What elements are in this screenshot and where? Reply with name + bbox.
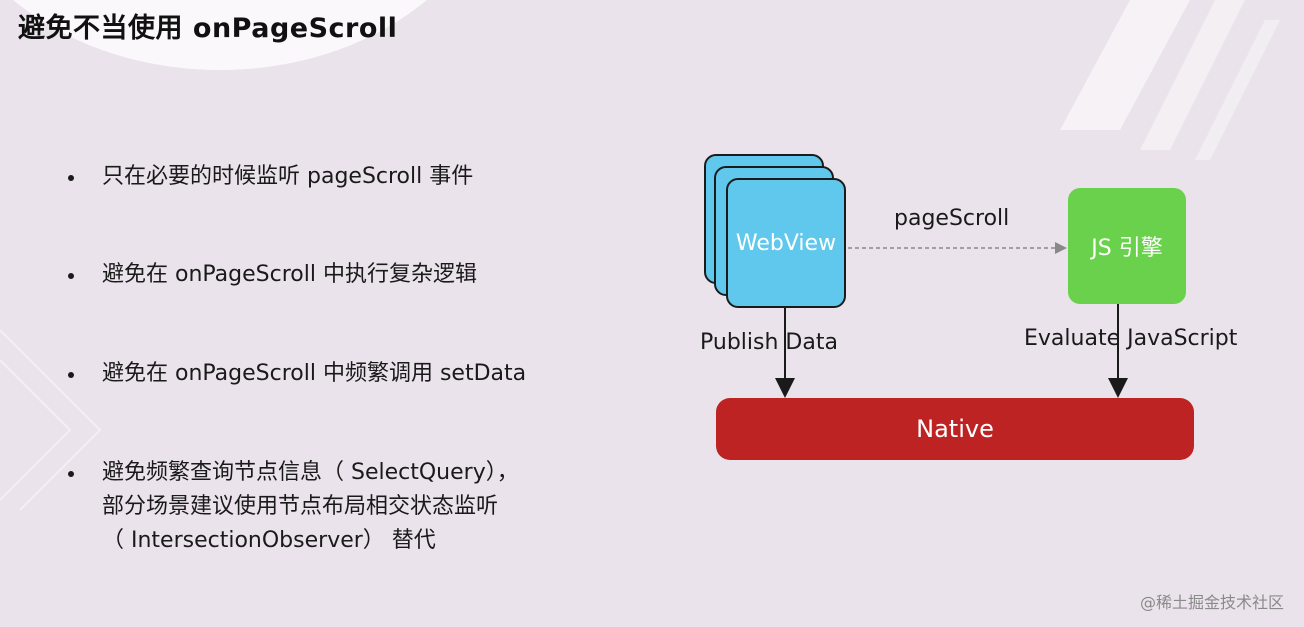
page-title: 避免不当使用 onPageScroll	[18, 13, 398, 44]
native-label: Native	[916, 415, 994, 443]
webview-box: WebView	[726, 178, 846, 308]
list-item: 避免在 onPageScroll 中频繁调用 setData	[68, 357, 628, 391]
webview-label: WebView	[735, 230, 837, 256]
list-item: 只在必要的时候监听 pageScroll 事件	[68, 160, 628, 194]
decorative-lines	[0, 330, 102, 510]
native-bar: Native	[716, 398, 1194, 460]
evaluate-js-label: Evaluate JavaScript	[1024, 326, 1238, 351]
list-item: 避免频繁查询节点信息（ SelectQuery）， 部分场景建议使用节点布局相交…	[68, 456, 628, 558]
bullet-text: 只在必要的时候监听 pageScroll 事件	[102, 164, 474, 189]
publish-data-label: Publish Data	[700, 330, 838, 355]
architecture-diagram: WebView JS 引擎 Native pageScroll Publish …	[690, 150, 1250, 480]
pagescroll-label: pageScroll	[894, 206, 1010, 231]
decorative-stripes	[1060, 0, 1280, 160]
list-item: 避免在 onPageScroll 中执行复杂逻辑	[68, 258, 628, 292]
bullet-dot	[68, 273, 74, 279]
bullet-dot	[68, 471, 74, 477]
js-engine-box: JS 引擎	[1068, 188, 1186, 304]
js-engine-label: JS 引擎	[1091, 236, 1163, 261]
watermark: @稀土掘金技术社区	[1139, 593, 1284, 612]
bullet-dot	[68, 175, 74, 181]
bullet-text: 避免频繁查询节点信息（ SelectQuery）， 部分场景建议使用节点布局相交…	[102, 460, 519, 553]
bullet-dot	[68, 372, 74, 378]
bullet-text: 避免在 onPageScroll 中频繁调用 setData	[102, 361, 527, 386]
bullet-text: 避免在 onPageScroll 中执行复杂逻辑	[102, 262, 477, 287]
diagram-arrows	[775, 242, 1128, 398]
